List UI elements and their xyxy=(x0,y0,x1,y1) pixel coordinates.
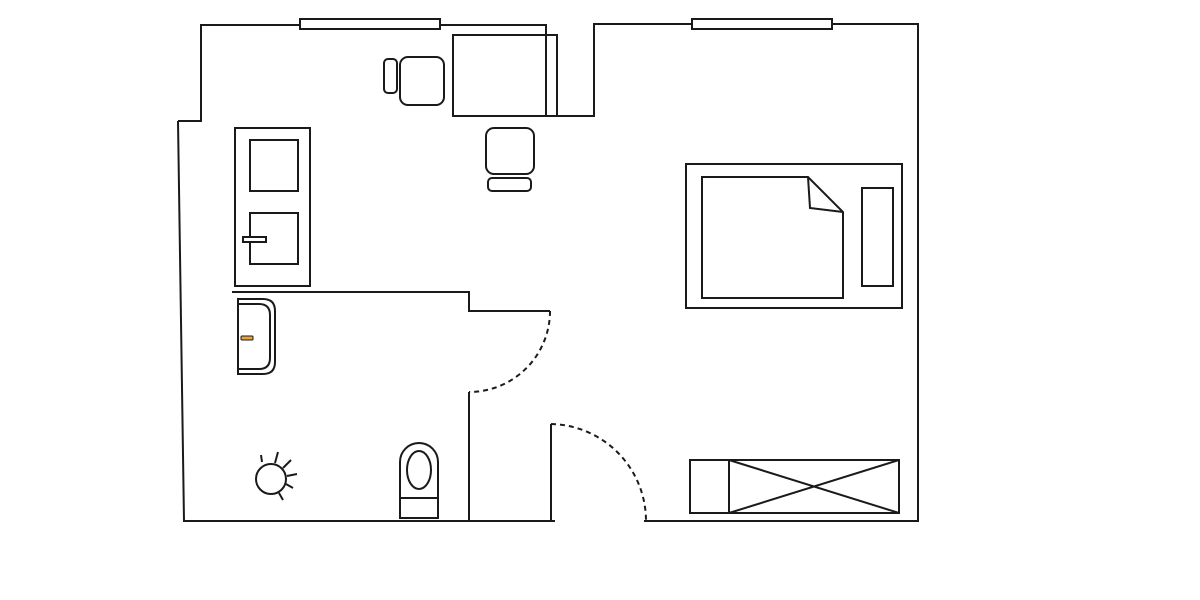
walls xyxy=(177,23,919,522)
bed-icon xyxy=(685,163,903,309)
pillow-icon xyxy=(861,187,894,287)
bench-icon xyxy=(689,459,900,514)
door-swing-icon xyxy=(550,423,647,522)
toilet-icon xyxy=(399,442,439,519)
chair-icon xyxy=(383,56,445,106)
window-icon xyxy=(299,18,441,30)
window-icon xyxy=(691,18,833,30)
chair-icon xyxy=(485,127,535,192)
door-swing-icon xyxy=(468,310,551,393)
bathtub-icon xyxy=(237,298,276,375)
wardrobe-icon xyxy=(234,127,311,287)
desk-icon xyxy=(452,34,558,117)
tap-icon xyxy=(240,335,254,341)
light-icon xyxy=(255,451,298,501)
